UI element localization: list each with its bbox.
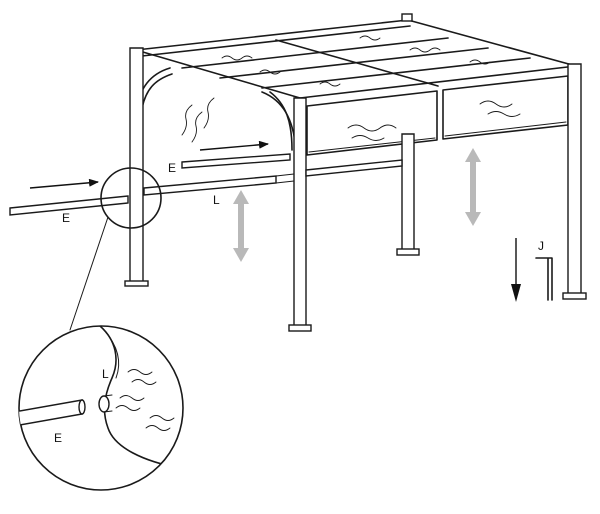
- arrow-down-head: [511, 284, 521, 302]
- bar-front-rail: [305, 159, 403, 177]
- roof-back-right-edge: [407, 19, 577, 67]
- bar-l: [143, 175, 277, 196]
- post-front-left: [293, 97, 307, 327]
- callout-circle: [100, 167, 162, 229]
- label-l-main: L: [213, 193, 220, 207]
- detail-bar-e-end: [78, 399, 86, 415]
- detail-bar-e: [19, 399, 83, 427]
- arrow-insert-left: [29, 178, 99, 189]
- roof-center-beam: [275, 39, 439, 87]
- label-e-detail: E: [54, 431, 62, 445]
- posts: [124, 47, 587, 332]
- detail-view: L E: [18, 325, 184, 491]
- arrow-insert-upper: [199, 140, 269, 151]
- bar-e-left: [9, 195, 129, 216]
- bar-e-upper: [181, 153, 291, 169]
- roof-rail-mid-1: [181, 37, 449, 69]
- detail-shade-edge: [99, 326, 183, 471]
- post-back-left: [129, 47, 144, 283]
- valance-panel-left: [306, 90, 438, 156]
- bars: [9, 153, 403, 216]
- roof-left-edge: [135, 49, 301, 99]
- foot-front-left: [288, 324, 312, 332]
- callout-leader: [69, 216, 109, 331]
- roof-back-left-edge: [135, 19, 409, 51]
- arrow-gray-left: [233, 190, 249, 262]
- side-arc-front-inner: [269, 91, 293, 151]
- foot-back-left: [124, 280, 149, 287]
- post-front-middle: [401, 133, 415, 251]
- foot-front-middle: [396, 248, 420, 256]
- arrow-gray-right: [465, 148, 481, 226]
- roof-rail-inner-1: [141, 25, 411, 57]
- detail-socket: [98, 395, 110, 413]
- label-e-left: E: [62, 211, 70, 225]
- side-arc-back-inner: [141, 73, 173, 109]
- roof: [135, 13, 577, 99]
- front-valance: [306, 75, 569, 156]
- valance-panel-right: [442, 75, 569, 140]
- roof-rail-mid-3: [261, 57, 531, 89]
- post-right: [567, 63, 582, 295]
- j-hook: [535, 257, 553, 301]
- arrows: [29, 140, 521, 302]
- roof-top-connector: [401, 13, 413, 22]
- label-e-top: E: [168, 161, 176, 175]
- label-l-detail: L: [102, 367, 109, 381]
- roof-front-edge: [299, 65, 577, 99]
- side-shade: [135, 67, 297, 153]
- label-j: J: [538, 239, 544, 253]
- foot-right: [562, 292, 587, 300]
- roof-rail-mid-2: [219, 47, 489, 79]
